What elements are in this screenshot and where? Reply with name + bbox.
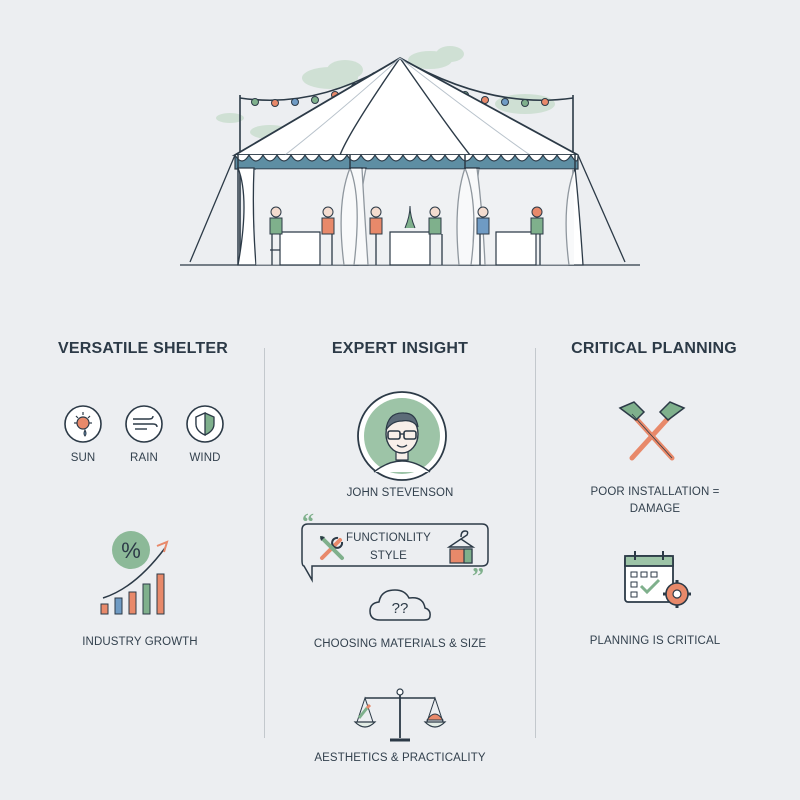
column-divider-right (535, 348, 536, 738)
damage-label-line1: POOR INSTALLATION = (590, 486, 720, 498)
weather-label-sun: SUN (70, 452, 96, 464)
weather-label-rain: RAIN (130, 452, 158, 464)
question-marks: ?? (392, 600, 409, 617)
quote-style: STYLE (370, 550, 407, 562)
column-title-critical-planning: CRITICAL PLANNING (571, 340, 737, 357)
svg-text:“: “ (302, 510, 314, 536)
weather-label-wind: WIND (189, 452, 221, 464)
expert-name: JOHN STEVENSON (346, 487, 454, 499)
question-cloud-icon: ?? (369, 589, 431, 621)
rain-icon (125, 405, 163, 443)
materials-label: CHOOSING MATERIALS & SIZE (313, 638, 487, 650)
balance-scale-icon (353, 688, 447, 742)
damage-label-line2: DAMAGE (629, 503, 681, 515)
industry-growth-label: INDUSTRY GROWTH (82, 636, 198, 648)
wind-icon (186, 405, 224, 443)
hanger-icon (446, 530, 476, 564)
expert-avatar-icon (357, 391, 447, 481)
growth-chart-icon: % (100, 531, 169, 615)
planning-label: PLANNING IS CRITICAL (589, 635, 721, 647)
svg-text:”: ” (472, 564, 484, 590)
column-divider-left (264, 348, 265, 738)
aesthetics-practicality-label: AESTHETICS & PRACTICALITY (314, 752, 486, 764)
svg-text:%: % (121, 538, 141, 563)
sun-icon (64, 405, 102, 443)
tools-icon (320, 536, 344, 560)
crossed-hammers-icon (618, 401, 686, 461)
quote-functionality: FUNCTIONLITY (346, 532, 431, 544)
calendar-gear-icon (624, 551, 691, 608)
quote-bubble: “ ” (301, 510, 489, 590)
column-title-expert-insight: EXPERT INSIGHT (331, 340, 469, 357)
column-title-versatile-shelter: VERSATILE SHELTER (58, 340, 228, 357)
tent-illustration (180, 46, 640, 266)
